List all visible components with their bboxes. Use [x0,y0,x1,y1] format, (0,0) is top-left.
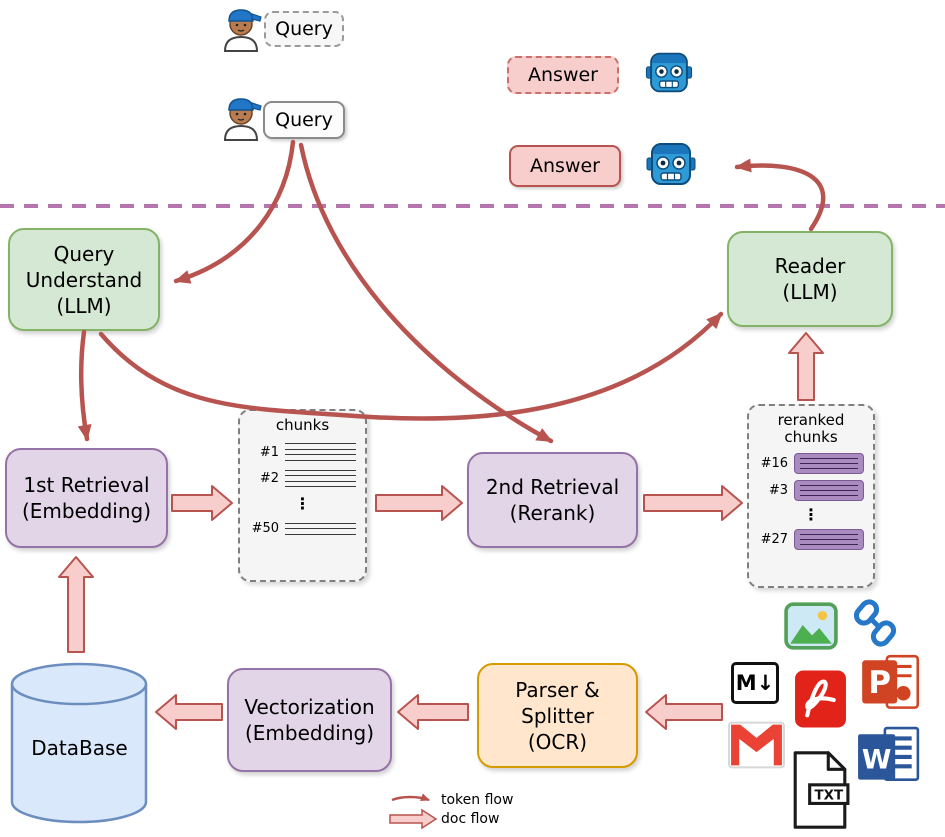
powerpoint-icon: P [860,650,922,720]
node-second-retrieval: 2nd Retrieval (Rerank) [467,452,638,548]
node-reader-label: Reader (LLM) [774,254,846,304]
block-arrow-vectorization-to-database [155,694,223,730]
answer-label: Answer [530,155,600,177]
user-icon [220,93,262,141]
word-icon: W [856,726,922,790]
arrow-reader-to-answer [734,158,826,232]
txt-file-icon: TXT [789,750,851,830]
reranked-ellipsis: ⋮ [803,504,819,524]
reranked-item-3: #3 [758,479,864,501]
robot-icon-draft [645,48,693,97]
node-parser-splitter-label: Parser & Splitter (OCR) [515,677,600,754]
powerpoint-letter: P [868,665,891,701]
block-arrow-parser-to-vectorization [397,694,469,730]
legend-doc-flow-label: doc flow [441,811,500,827]
chunk-label: #50 [251,521,279,537]
chunk-label: #2 [259,471,279,486]
chunk-label: #3 [768,482,788,498]
node-vectorization-label: Vectorization (Embedding) [244,695,375,745]
reranked-chunks-panel: reranked chunks #16 #3 ⋮ #27 [747,404,875,588]
chunk-item-2: #2 [249,469,356,488]
legend-token-flow-arrow [391,793,430,802]
query-box: Query [263,101,345,139]
query-label: Query [275,109,333,131]
arrow-query-to-query-understand [173,139,296,284]
gmail-icon [727,720,786,770]
robot-icon [646,138,696,190]
arrow-query-to-second-retrieval [298,142,554,444]
chunk-item-1: #1 [249,443,356,461]
block-arrow-second-retrieval-to-reranked [643,485,743,521]
markdown-icon-label: M↓ [735,671,775,695]
chunk-label: #16 [760,455,788,471]
block-arrow-chunks-to-second-retrieval [375,485,463,521]
chunk-text-lines [285,469,356,488]
chunk-label: #1 [259,444,279,460]
chunk-text-lines [285,443,356,461]
node-reader: Reader (LLM) [727,231,893,327]
block-arrow-files-to-parser [645,694,723,730]
word-letter: W [862,744,892,775]
chunks-panel-title: chunks [275,416,330,434]
chunks-ellipsis: ⋮ [294,494,311,514]
reranked-item-16: #16 [758,452,864,474]
markdown-icon: M↓ [731,662,779,704]
answer-draft-label: Answer [528,64,598,86]
node-first-retrieval: 1st Retrieval (Embedding) [5,448,168,548]
block-arrow-first-retrieval-to-chunks [171,485,233,521]
arrow-query-understand-to-reader [98,311,724,421]
pdf-icon [793,666,848,732]
reranked-panel-title: reranked chunks [777,411,845,447]
block-arrow-database-to-first-retrieval [58,556,94,653]
node-parser-splitter: Parser & Splitter (OCR) [477,663,638,768]
node-first-retrieval-label: 1st Retrieval (Embedding) [21,473,152,523]
legend-doc-flow-arrow [389,808,438,830]
image-file-icon [784,602,838,650]
chunk-text-lines-highlighted [794,479,864,501]
chunk-label: #27 [760,531,788,547]
txt-label: TXT [814,788,844,803]
chunk-text-lines-highlighted [794,528,864,550]
legend-token-flow-label: token flow [441,792,514,808]
link-icon [852,597,898,649]
answer-box: Answer [509,145,621,187]
chunk-text-lines [285,522,356,535]
node-second-retrieval-label: 2nd Retrieval (Rerank) [485,475,620,525]
arrow-query-understand-to-first-retrieval [77,329,92,442]
database-label: DataBase [31,736,128,760]
answer-draft-box: Answer [507,56,619,94]
query-draft-box: Query [264,11,344,47]
database-cylinder: DataBase [8,658,151,828]
chunk-item-50: #50 [249,521,356,536]
chunk-text-lines-highlighted [794,452,864,474]
node-query-understand: Query Understand (LLM) [8,228,160,331]
reranked-item-27: #27 [758,528,864,550]
node-query-understand-label: Query Understand (LLM) [25,241,143,318]
node-vectorization: Vectorization (Embedding) [227,668,392,772]
block-arrow-reranked-to-reader [788,332,824,401]
query-draft-label: Query [275,18,333,40]
user-icon-draft [220,4,262,52]
chunks-panel: chunks #1 #2 ⋮ #50 [238,409,367,582]
